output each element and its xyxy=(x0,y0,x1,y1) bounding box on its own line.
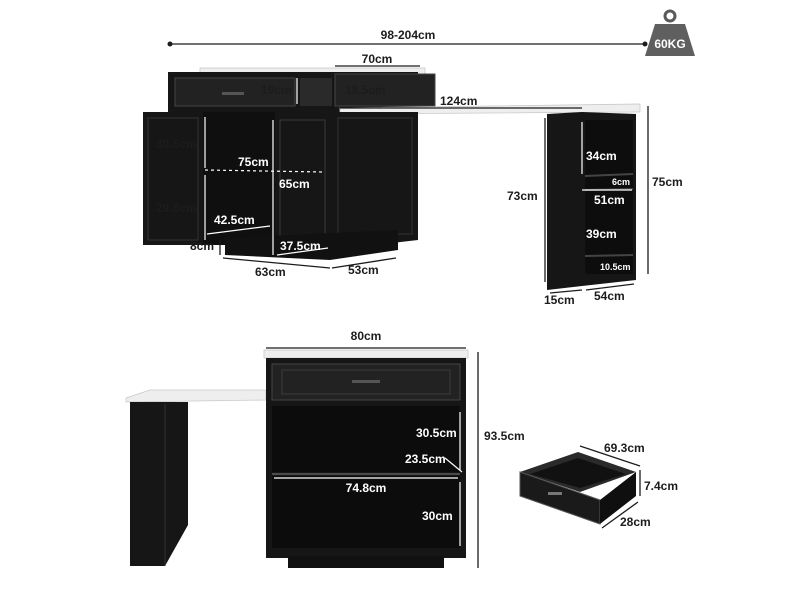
front-drawer-handle xyxy=(352,380,380,383)
cabinet-side xyxy=(330,112,418,250)
drawer-height-right-label: 18.5cm xyxy=(345,83,386,97)
front-top xyxy=(263,349,469,359)
front-inner-width-label: 74.8cm xyxy=(346,481,387,495)
front-plinth xyxy=(288,556,444,568)
right-door xyxy=(275,112,330,255)
top-view-leg-shelf: 34cm 6cm 51cm 39cm 10.5cm 73cm 75cm 15cm… xyxy=(507,106,683,307)
leg-base-label: 10.5cm xyxy=(600,262,631,272)
drawer-height-left-label: 19cm xyxy=(261,83,292,97)
upper-compartment-label: 30.5cm xyxy=(416,426,457,440)
leg-gap-label: 6cm xyxy=(612,177,630,187)
leg-height-outer-label: 75cm xyxy=(652,175,683,189)
leg-lower-shelf-label: 39cm xyxy=(586,227,617,241)
drawer-box-inner xyxy=(530,458,626,488)
cabinet-depth-label: 63cm xyxy=(255,265,286,279)
drawer-detail-handle xyxy=(548,492,562,495)
shelf-lower-height-label: 29.8cm xyxy=(156,201,197,215)
weight-badge: 60KG xyxy=(645,9,695,56)
weight-icon xyxy=(645,9,695,56)
drawer-height-detail-label: 7.4cm xyxy=(644,479,678,493)
drawer-depth-detail-label: 28cm xyxy=(620,515,651,529)
leg-depth-label: 54cm xyxy=(594,289,625,303)
inner-depth-label: 37.5cm xyxy=(280,239,321,253)
leg-side xyxy=(547,112,582,290)
interior-height-label: 65cm xyxy=(279,177,310,191)
front-upper-compartment xyxy=(272,406,460,472)
lower-compartment-label: 30cm xyxy=(422,509,453,523)
top-width-label: 80cm xyxy=(351,329,382,343)
shelf-depth-label: 75cm xyxy=(238,155,269,169)
top-view-cabinet: 98-204cm 70cm 19cm 18.5cm 124cm xyxy=(143,28,648,279)
weight-label: 60KG xyxy=(654,37,685,51)
leg-thickness-label: 15cm xyxy=(544,293,575,307)
drawer-width-detail-label: 69.3cm xyxy=(604,441,645,455)
front-lower-compartment xyxy=(272,476,460,548)
leg-height-inner-label: 73cm xyxy=(507,189,538,203)
open-door xyxy=(143,112,203,245)
left-drawer-handle xyxy=(222,92,244,95)
drawer-detail: 69.3cm 7.4cm 28cm xyxy=(519,441,678,529)
total-height-label: 93.5cm xyxy=(484,429,525,443)
front-shelf-depth-label: 23.5cm xyxy=(405,452,446,466)
leg-span-label: 51cm xyxy=(594,193,625,207)
inner-width-label: 42.5cm xyxy=(214,213,255,227)
base-height-label: 8cm xyxy=(190,239,214,253)
cabinet-width-label: 53cm xyxy=(348,263,379,277)
cabinet-plinth xyxy=(225,230,398,260)
shelf-upper-height-label: 30.5cm xyxy=(156,137,197,151)
drawer-width-label: 70cm xyxy=(362,52,393,66)
extension-width-label: 124cm xyxy=(440,94,477,108)
cabinet-interior xyxy=(203,112,275,245)
bottom-view-front: 80cm 30.5cm 23.5cm 74.8cm 30cm 93.5cm xyxy=(125,329,525,568)
drawer-box-side xyxy=(600,472,636,524)
side-table-top xyxy=(125,389,267,403)
right-drawer xyxy=(334,73,436,107)
side-table-leg xyxy=(130,402,188,566)
leg-upper-shelf-label: 34cm xyxy=(586,149,617,163)
total-width-label: 98-204cm xyxy=(381,28,436,42)
